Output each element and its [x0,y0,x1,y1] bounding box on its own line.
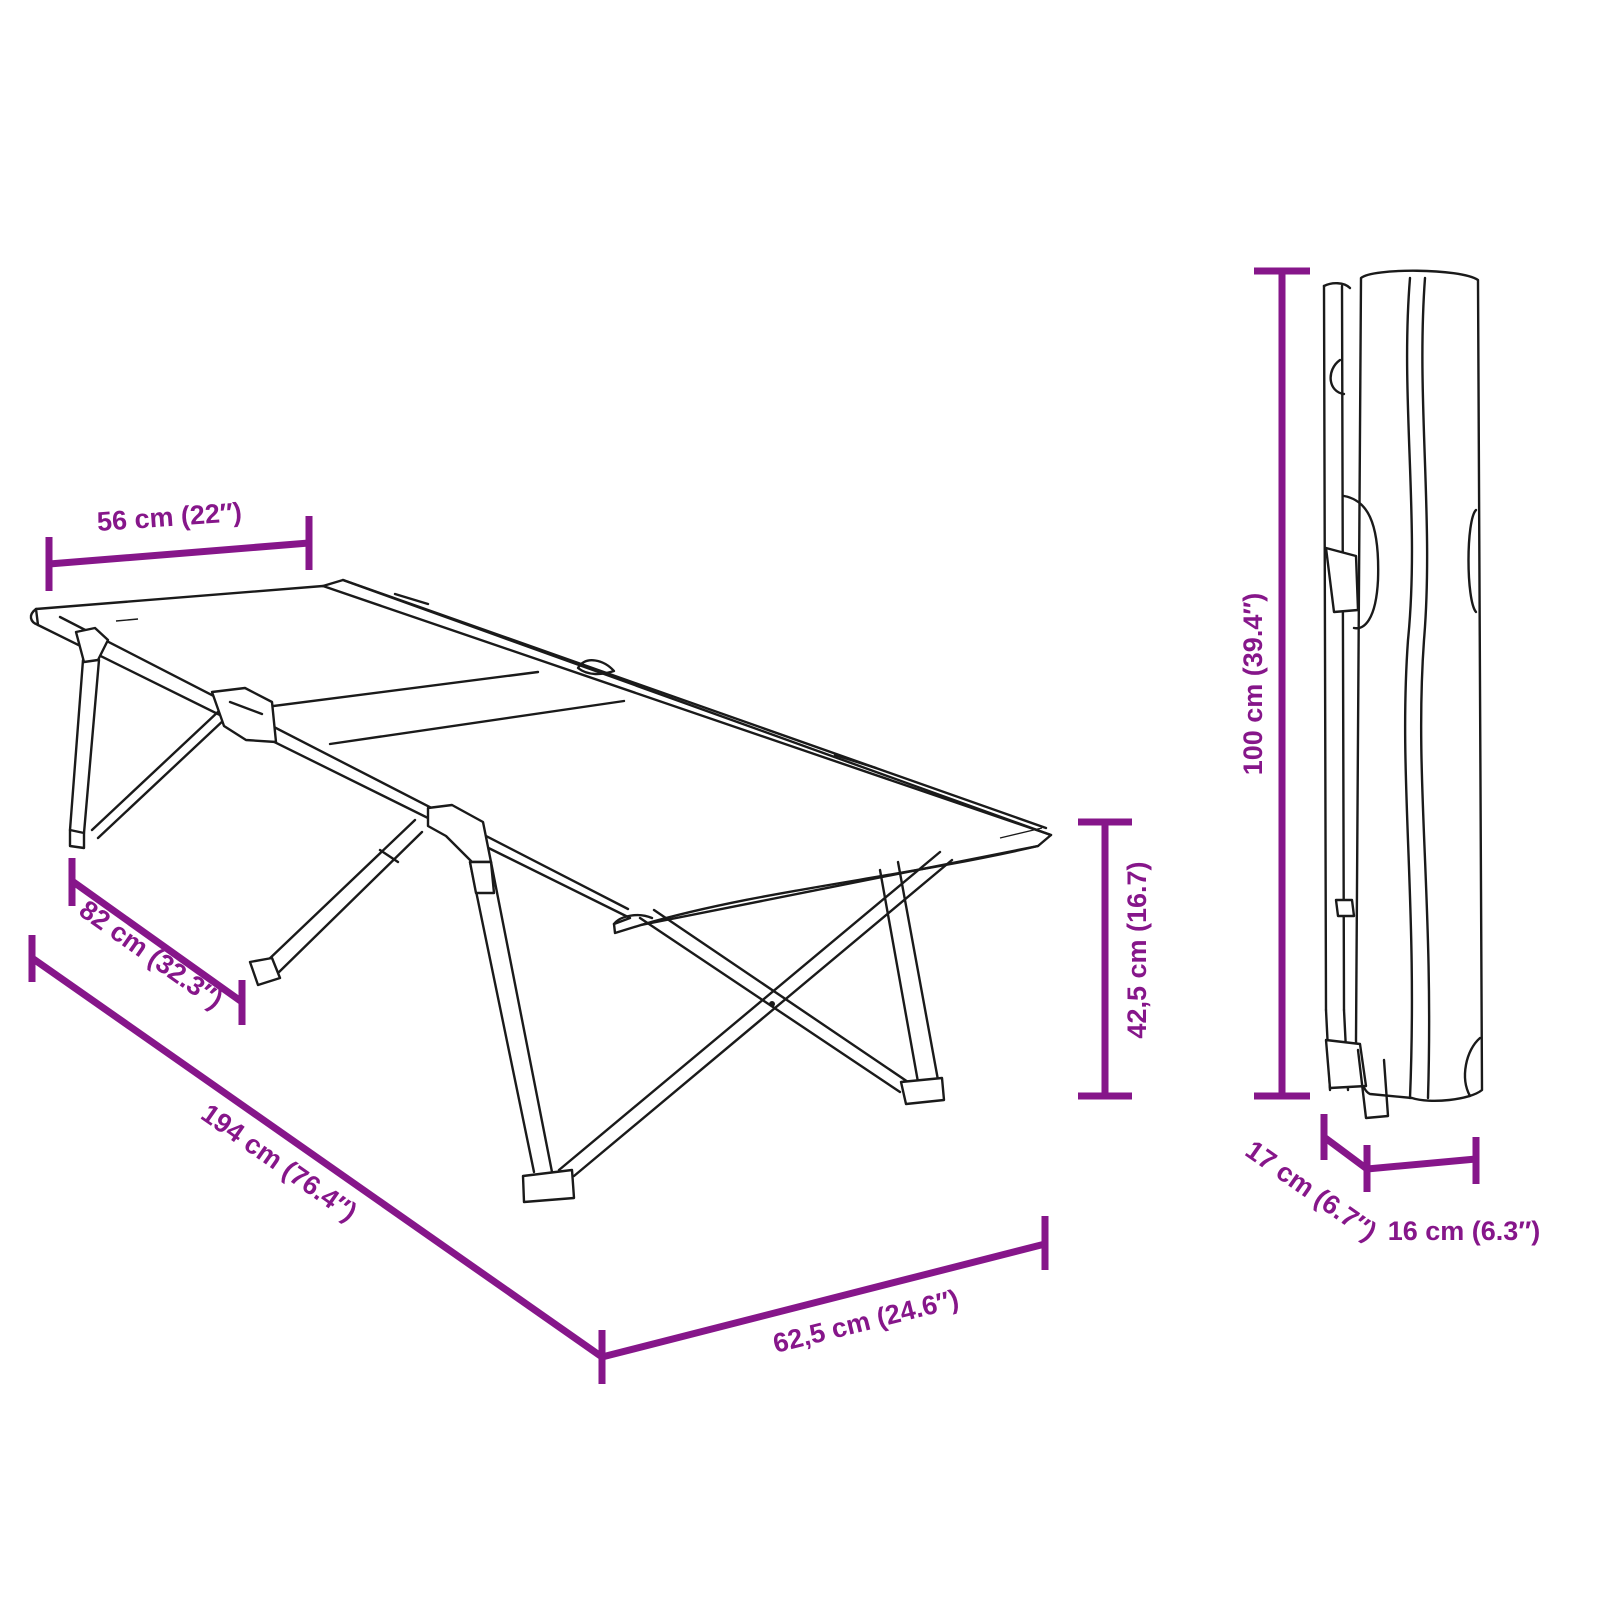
folded-width-label: 16 cm (6.3″) [1388,1216,1541,1246]
height-label: 42,5 cm (16.7) [1122,861,1152,1038]
folded-length-label: 100 cm (39.4″) [1238,593,1268,776]
folded-cot-drawing [1322,269,1484,1120]
unfolded-cot-drawing [29,578,1053,1204]
top-width-label: 56 cm (22″) [96,497,243,537]
foot-width-label: 62,5 cm (24.6″) [770,1284,962,1359]
dimension-lines [28,267,1480,1384]
head-width-label: 82 cm (32.3″) [74,894,228,1015]
folded-depth-label: 17 cm (6.7″) [1240,1135,1382,1247]
length-label: 194 cm (76.4″) [196,1098,363,1227]
